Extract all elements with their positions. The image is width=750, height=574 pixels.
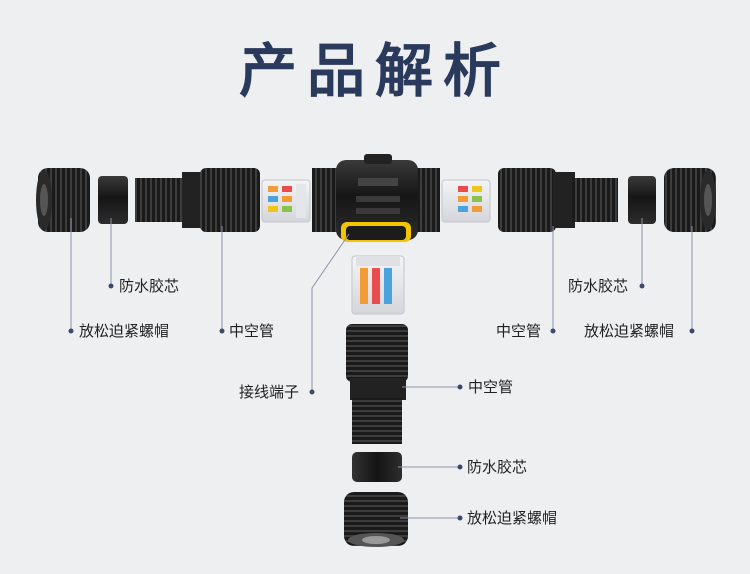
left-hollow-tube [135, 168, 260, 232]
right-lock-nut [664, 168, 716, 232]
bottom-hollow-tube [346, 324, 408, 444]
bottom-waterproof-core [352, 452, 402, 482]
label-left-hollow-tube: 中空管 [229, 322, 275, 340]
page-title: 产品解析 [238, 37, 511, 105]
right-hollow-tube [498, 168, 618, 232]
callout-lines [68, 218, 695, 521]
label-bottom-lock-nut: 放松迫紧螺帽 [467, 509, 558, 527]
t-junction-body [312, 154, 440, 242]
left-waterproof-core [98, 176, 128, 224]
left-terminal [261, 179, 311, 223]
label-right-waterproof-core: 防水胶芯 [568, 277, 629, 295]
label-terminal: 接线端子 [239, 383, 300, 401]
right-terminal [441, 179, 491, 223]
label-left-lock-nut: 放松迫紧螺帽 [79, 322, 170, 340]
bottom-lock-nut [344, 492, 408, 547]
right-waterproof-core [628, 176, 656, 224]
label-bottom-hollow-tube: 中空管 [468, 378, 514, 396]
label-right-hollow-tube: 中空管 [496, 322, 542, 340]
label-bottom-waterproof-core: 防水胶芯 [467, 458, 528, 476]
left-lock-nut [36, 168, 90, 232]
bottom-terminal [351, 255, 405, 315]
label-left-waterproof-core: 防水胶芯 [119, 277, 180, 295]
label-right-lock-nut: 放松迫紧螺帽 [584, 322, 675, 340]
